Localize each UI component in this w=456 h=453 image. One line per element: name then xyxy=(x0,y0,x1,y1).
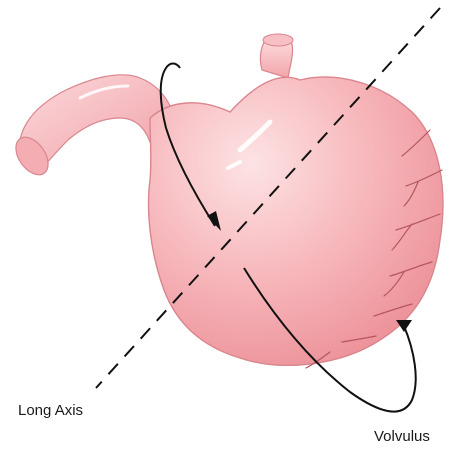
esophagus xyxy=(260,34,293,78)
volvulus-label: Volvulus xyxy=(374,428,430,445)
duodenum xyxy=(9,75,172,181)
long-axis-label: Long Axis xyxy=(18,402,83,419)
